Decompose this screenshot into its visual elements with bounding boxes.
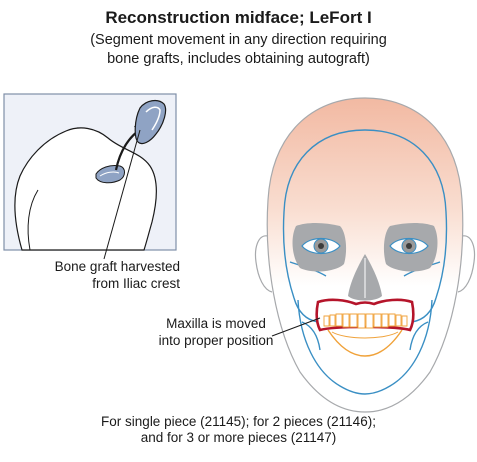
left-eye bbox=[302, 239, 340, 254]
maxilla-label-line-1: Maxilla is moved bbox=[116, 315, 316, 332]
right-eye bbox=[390, 239, 428, 254]
graft-label-line-2: from Iliac crest bbox=[4, 275, 180, 292]
maxilla-label: Maxilla is moved into proper position bbox=[116, 315, 316, 349]
head-illustration bbox=[256, 98, 475, 412]
footnote-line-2: and for 3 or more pieces (21147) bbox=[0, 430, 477, 446]
code-footnote: For single piece (21145); for 2 pieces (… bbox=[0, 414, 477, 446]
graft-label-line-1: Bone graft harvested bbox=[4, 258, 180, 275]
graft-label: Bone graft harvested from Iliac crest bbox=[4, 258, 180, 292]
maxilla-label-line-2: into proper position bbox=[116, 332, 316, 349]
footnote-line-1: For single piece (21145); for 2 pieces (… bbox=[0, 414, 477, 430]
iliac-crest-inset bbox=[4, 94, 176, 250]
